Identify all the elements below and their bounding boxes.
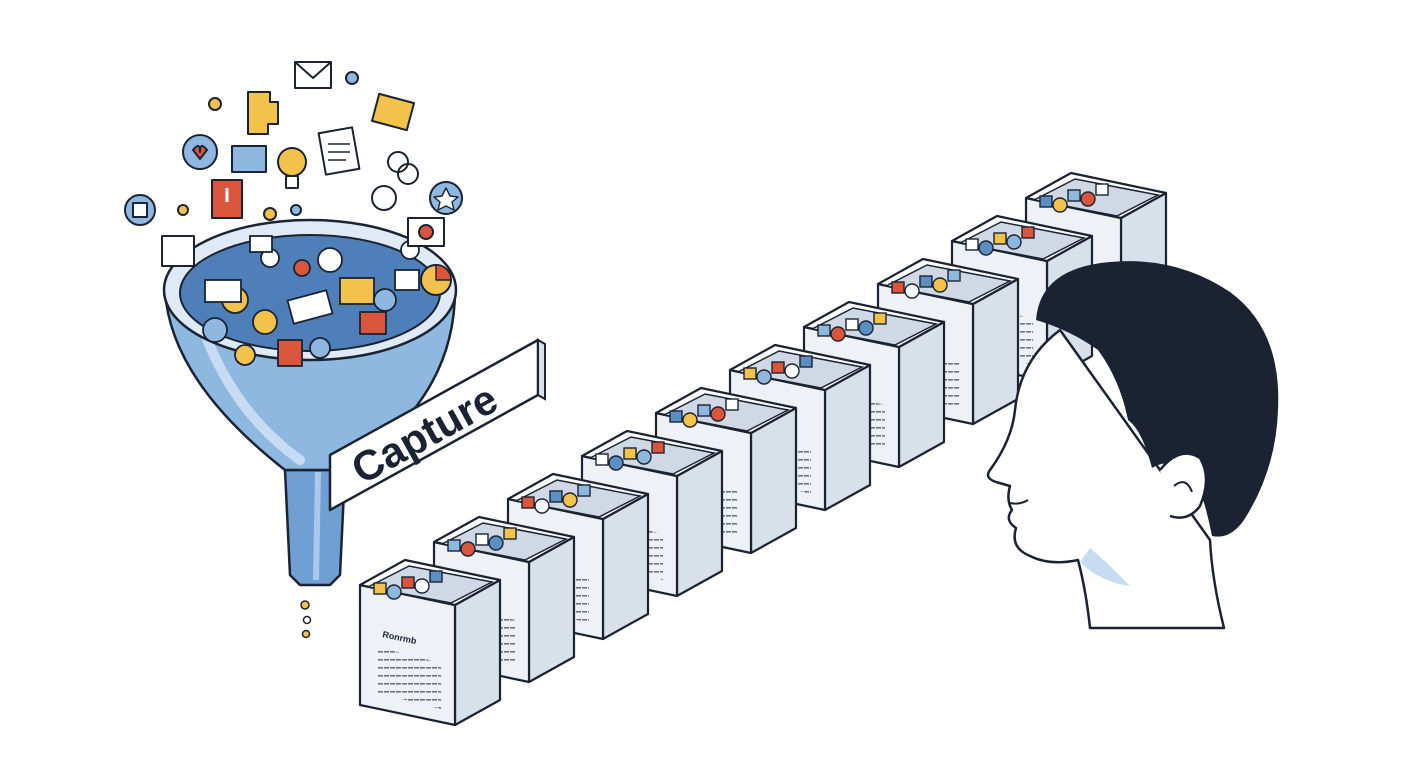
star-icon — [429, 181, 463, 215]
link-icon — [387, 151, 419, 185]
envelope-icon — [370, 92, 416, 132]
pie-chart-icon — [420, 264, 452, 296]
envelope-icon — [294, 61, 332, 89]
key-icon — [371, 185, 397, 211]
box-1: Ronrmb — [358, 558, 502, 727]
hair — [1036, 261, 1279, 537]
heart-icon — [182, 134, 218, 170]
camera-icon — [407, 217, 445, 247]
gear-icon — [124, 194, 156, 226]
alert-icon — [211, 179, 243, 219]
person-head — [986, 261, 1279, 630]
chat-icon — [231, 145, 267, 173]
chat-icon — [161, 235, 195, 267]
lightbulb-icon — [277, 147, 307, 189]
puzzle-icon — [247, 91, 279, 135]
document-icon — [317, 126, 361, 176]
flying-icons — [124, 61, 463, 296]
